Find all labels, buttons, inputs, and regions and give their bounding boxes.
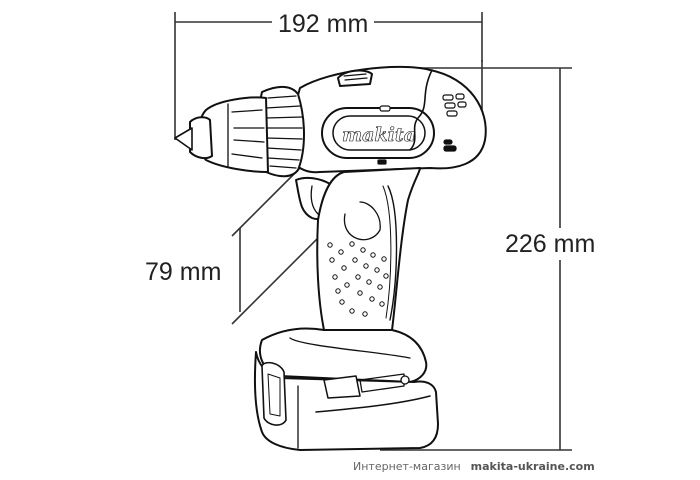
height-dimension-label: 226 mm [505,228,596,260]
grip-dots [327,241,389,317]
store-site-link[interactable]: makita-ukraine.com [470,460,595,473]
brand-logo: makita [342,124,416,146]
center-height-dimension-label: 79 mm [145,258,222,286]
handle-grip [316,167,421,331]
watermark-footer: Интернет-магазин makita-ukraine.com [353,460,595,473]
drill-illustration: makita [174,65,487,451]
length-dimension-label: 192 mm [272,10,375,38]
store-label: Интернет-магазин [353,460,461,473]
bit-tip [174,127,193,151]
